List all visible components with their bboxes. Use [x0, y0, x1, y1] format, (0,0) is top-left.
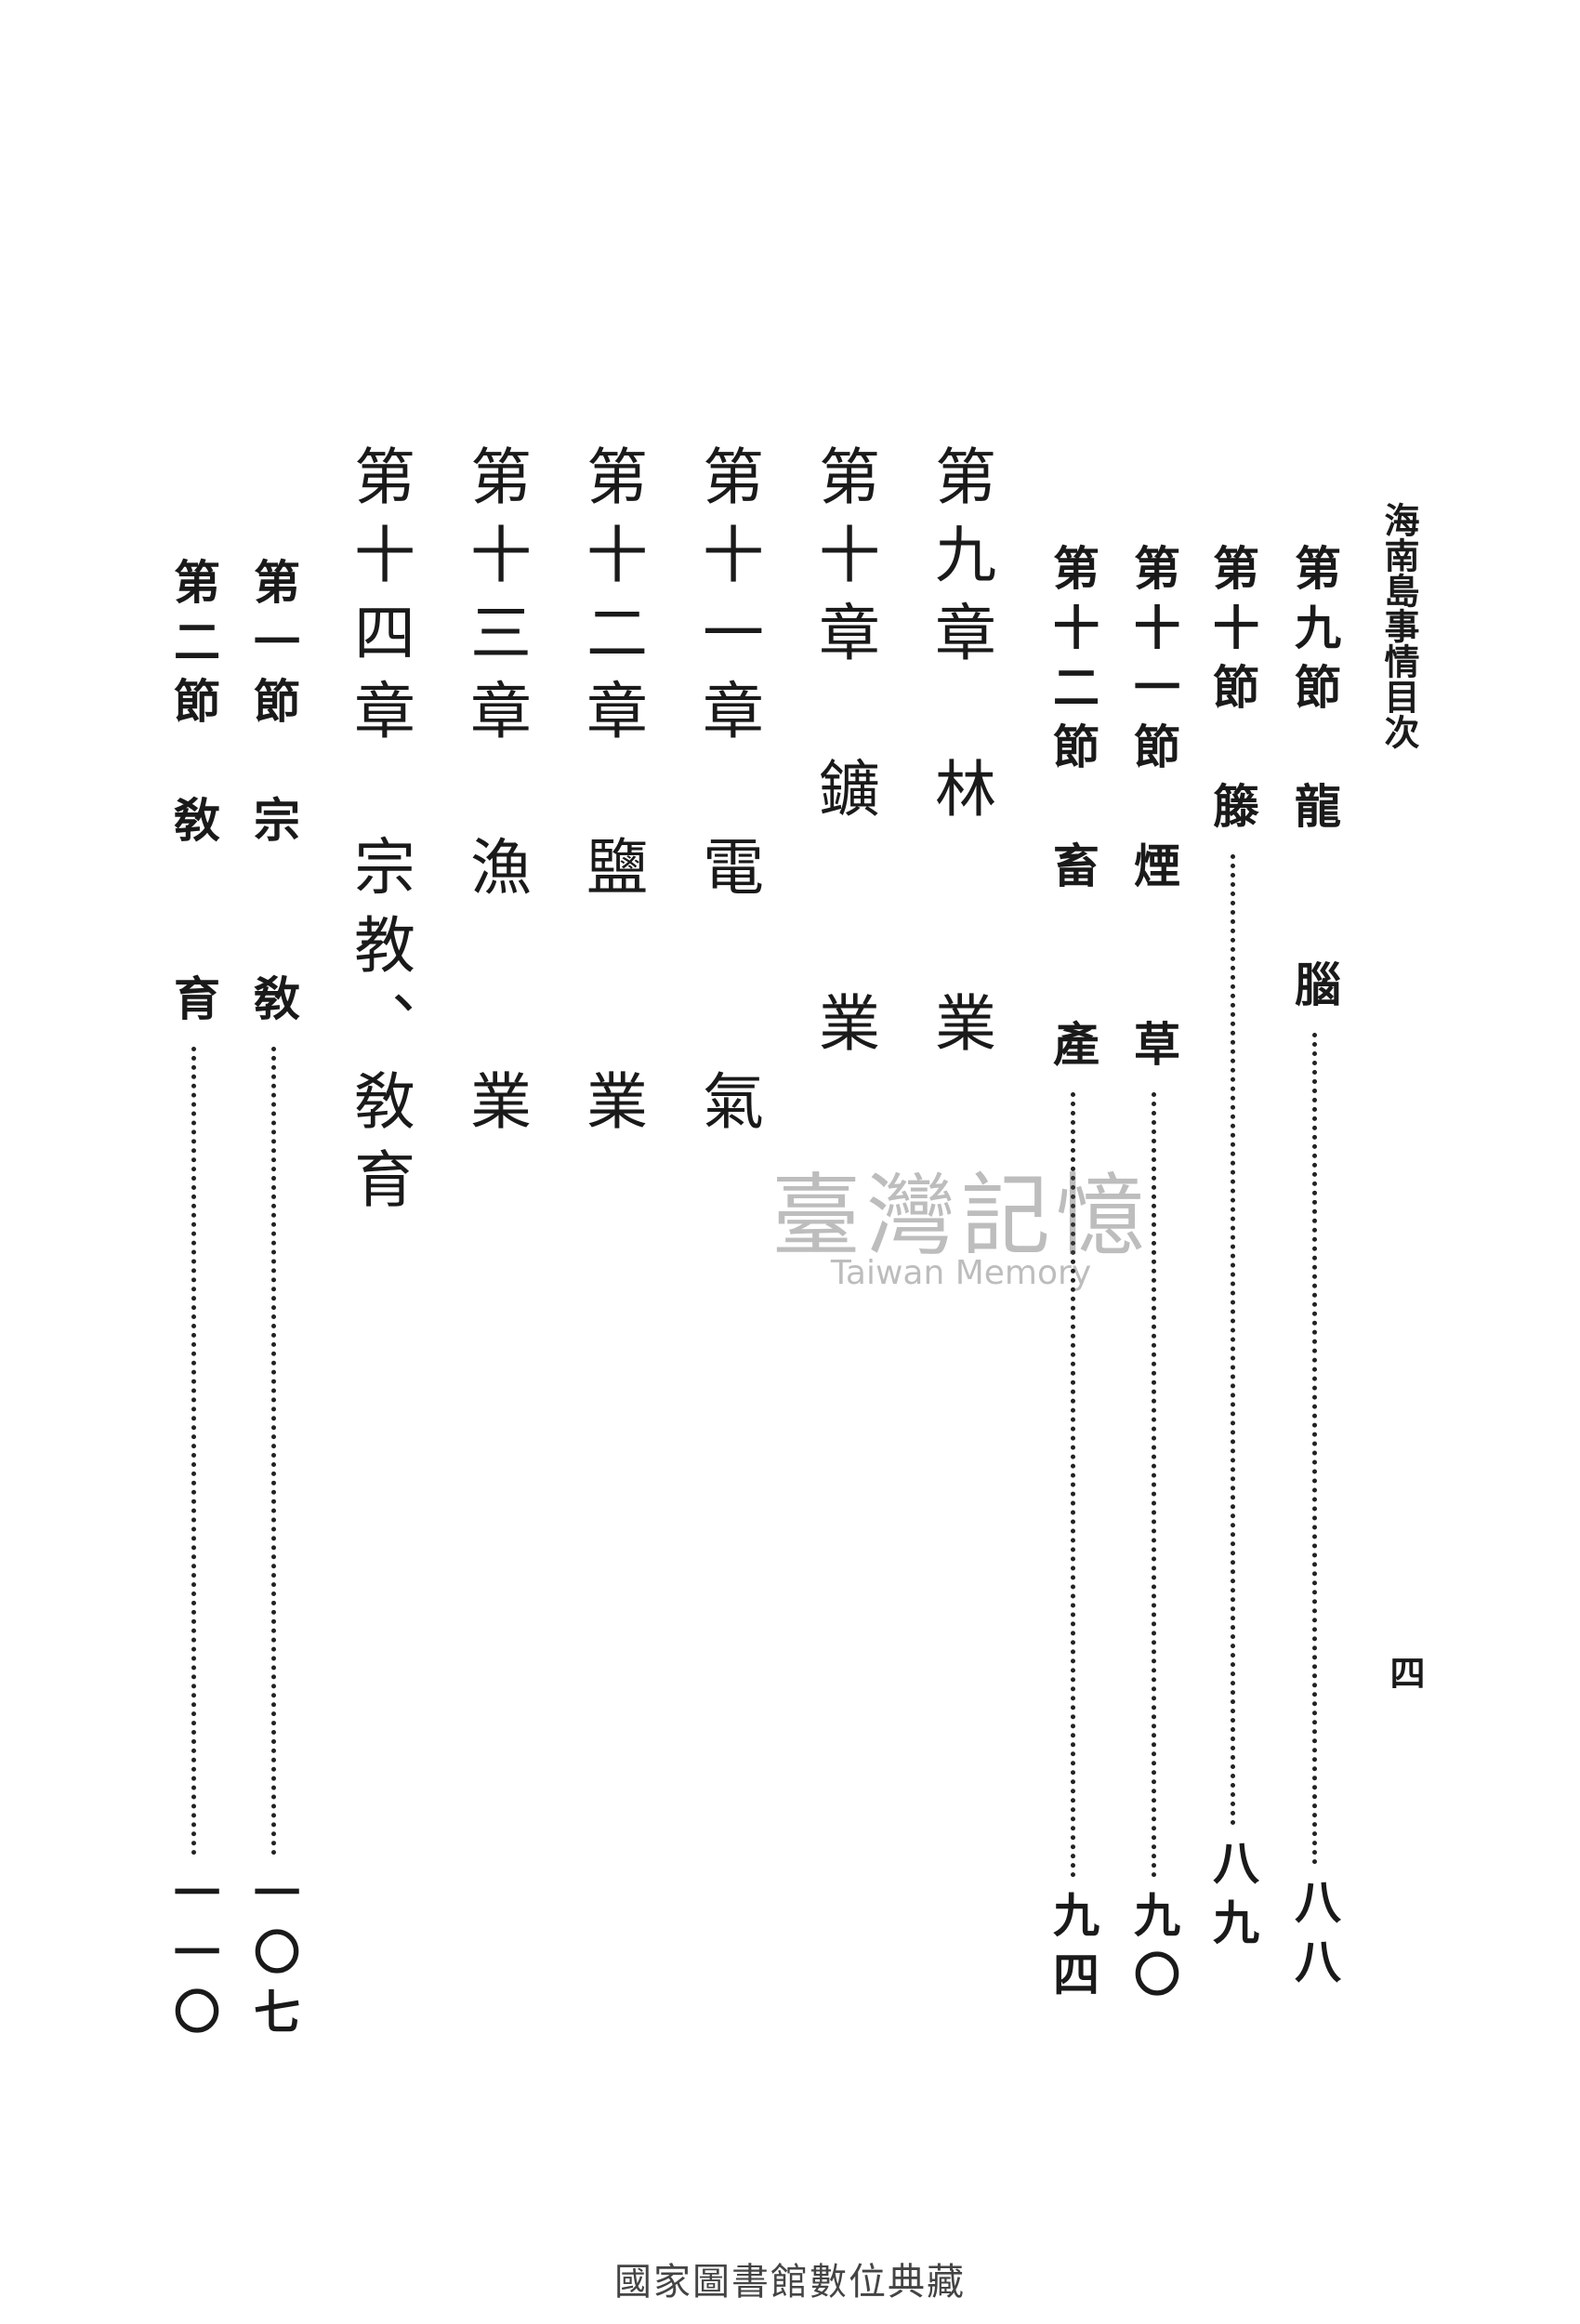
toc-entry-label: 第十二節 畜 產: [1046, 544, 1100, 1079]
dot-leader: [1230, 854, 1235, 1826]
toc-page-number: 九四: [1046, 1891, 1100, 2010]
toc-chapter-12: 第十二章 鹽 業: [567, 444, 656, 1147]
chapter-label: 第十章 鑛 業: [809, 444, 880, 1069]
chapter-label: 第十四章 宗教、敎育: [344, 444, 415, 1225]
watermark-logo: 臺灣記憶 Taiwan Memory: [771, 1143, 1151, 1292]
toc-entry-section-1: 第一節 宗 敎 一〇七: [240, 558, 307, 2047]
toc-entry-label: 第一節 宗 敎: [246, 558, 301, 1034]
toc-chapter-11: 第十一章 電 氣: [683, 444, 772, 1147]
watermark-english: Taiwan Memory: [830, 1254, 1092, 1292]
toc-page-number: 一〇七: [246, 1868, 301, 2047]
chapter-label: 第十二章 鹽 業: [576, 444, 648, 1147]
footer-credit: 國家圖書館數位典藏: [614, 2261, 966, 2304]
chapter-label: 第十一章 電 氣: [692, 444, 764, 1147]
toc-chapter-10: 第十章 鑛 業: [799, 444, 889, 1069]
toc-entry-label: 第十一節 煙 草: [1126, 544, 1181, 1079]
toc-page-number: 一一〇: [166, 1868, 221, 2047]
dot-leader: [270, 1047, 276, 1855]
toc-page-number: 八八: [1287, 1878, 1342, 1997]
toc-entry-section-9: 第九節 龍 腦 八八: [1281, 544, 1348, 1997]
toc-entry-section-11: 第十一節 煙 草 九〇: [1120, 544, 1187, 2010]
toc-chapter-13: 第十三章 漁 業: [451, 444, 540, 1147]
toc-chapter-14: 第十四章 宗教、敎育: [335, 444, 424, 1225]
toc-entry-section-10: 第十節 籐 八九: [1199, 544, 1266, 1958]
dot-leader: [191, 1047, 196, 1855]
page-folio: 四: [1384, 1655, 1426, 1690]
toc-entry-label: 第九節 龍 腦: [1287, 544, 1342, 1020]
toc-page-number: 九〇: [1126, 1891, 1181, 2010]
watermark-chinese: 臺灣記憶: [771, 1164, 1151, 1268]
toc-entry-section-2: 第二節 敎 育 一一〇: [160, 558, 227, 2047]
chapter-label: 第十三章 漁 業: [460, 444, 532, 1147]
dot-leader: [1311, 1033, 1317, 1865]
running-header: 海南島事情目次: [1378, 502, 1420, 749]
toc-entry-label: 第二節 敎 育: [166, 558, 221, 1034]
toc-chapter-9: 第九章 林 業: [915, 444, 1005, 1069]
toc-page-number: 八九: [1205, 1839, 1260, 1958]
toc-entry-section-12: 第十二節 畜 產 九四: [1039, 544, 1106, 2010]
dot-leader: [1151, 1092, 1156, 1878]
chapter-label: 第九章 林 業: [925, 444, 996, 1069]
dot-leader: [1070, 1092, 1075, 1878]
toc-entry-label: 第十節 籐: [1205, 544, 1260, 841]
